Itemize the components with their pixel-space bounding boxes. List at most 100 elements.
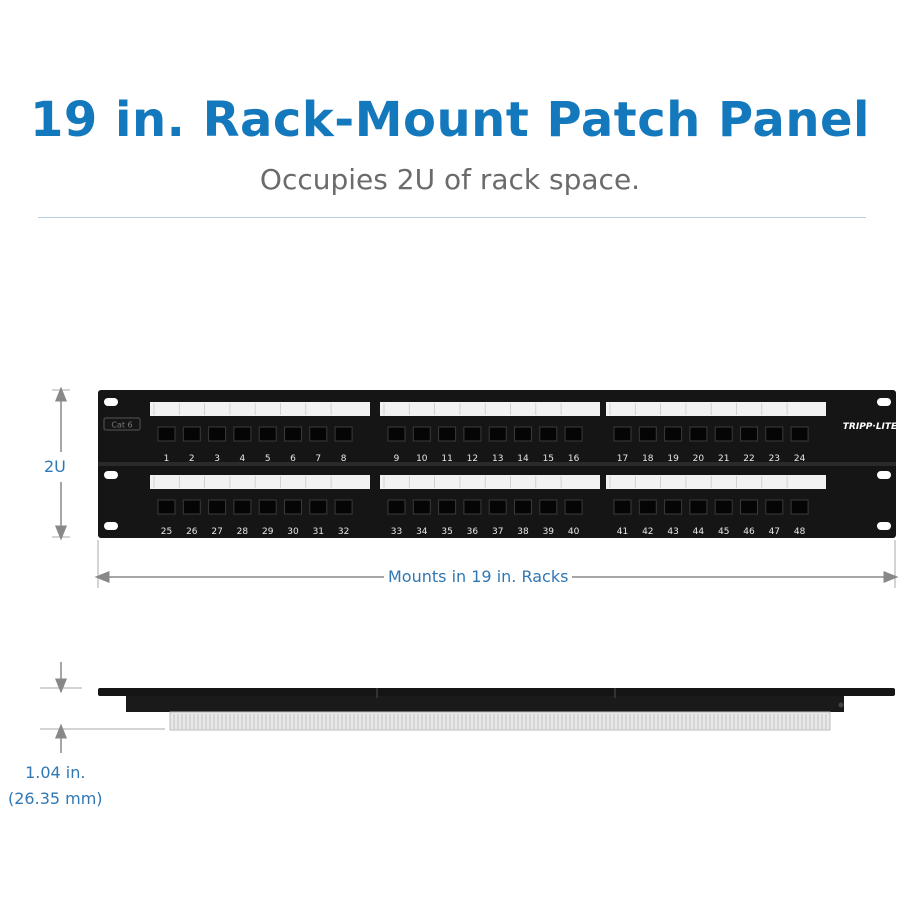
rj45-port [309,499,328,515]
punchdown-blocks [169,711,831,731]
mounting-hole [877,471,891,479]
port-number: 11 [441,454,452,464]
rj45-port [334,426,353,442]
port-number: 16 [568,454,580,464]
port-number: 18 [642,454,654,464]
rj45-port [638,426,657,442]
port-number: 40 [568,527,580,537]
rj45-port [689,499,708,515]
port-number: 15 [543,454,554,464]
rj45-port [157,426,176,442]
rj45-port [564,499,583,515]
port-number: 22 [743,454,754,464]
rj45-port [157,499,176,515]
rj45-port [664,426,683,442]
rj45-port [765,499,784,515]
rj45-port [714,426,733,442]
port-number: 44 [693,527,705,537]
width-label: Mounts in 19 in. Racks [384,567,573,586]
port-number: 36 [467,527,479,537]
port-number: 8 [341,454,347,464]
rj45-port [740,499,758,515]
port-number: 30 [287,527,299,537]
port-number: 24 [794,454,806,464]
category-badge [103,417,141,431]
port-number: 43 [667,527,678,537]
rj45-port [208,426,227,442]
rj45-port [284,426,302,442]
depth-dimension [40,662,165,753]
port-number: 45 [718,527,729,537]
port-number: 10 [416,454,428,464]
port-number: 20 [693,454,705,464]
label-strip [150,402,370,416]
rj45-port [714,499,733,515]
port-number: 37 [492,527,503,537]
port-number: 19 [667,454,679,464]
rj45-port [182,499,201,515]
rj45-port [387,426,406,442]
port-number: 7 [315,454,321,464]
port-number: 23 [769,454,780,464]
port-number: 33 [391,527,402,537]
mounting-hole [877,522,891,530]
rj45-port [387,499,406,515]
svg-text:TRIPP·LITE: TRIPP·LITE [843,422,898,432]
port-number: 48 [794,527,806,537]
port-number: 12 [467,454,478,464]
rj45-port [564,426,583,442]
depth-label-mm: (26.35 mm) [8,789,103,808]
port-number: 41 [617,527,628,537]
port-number: 47 [769,527,780,537]
rj45-port [233,499,252,515]
port-number: 31 [313,527,324,537]
port-number: 42 [642,527,653,537]
rj45-port [463,499,482,515]
port-number: 13 [492,454,503,464]
port-number: 38 [517,527,529,537]
rj45-port [258,499,277,515]
rj45-port [438,426,457,442]
port-number: 21 [718,454,729,464]
mounting-hole [104,522,118,530]
rj45-port [740,426,758,442]
rj45-port [309,426,328,442]
rj45-port [514,499,532,515]
rj45-port [463,426,482,442]
label-strip [606,402,826,416]
rj45-port [182,426,201,442]
mounting-hole [104,471,118,479]
rj45-port [514,426,532,442]
page-title: 19 in. Rack-Mount Patch Panel [30,92,870,148]
rj45-port [664,499,683,515]
rj45-port [334,499,353,515]
height-dimension [52,386,70,541]
height-label: 2U [44,457,66,476]
rj45-port [613,499,632,515]
port-number: 25 [161,527,172,537]
port-number: 3 [214,454,220,464]
rj45-port [488,426,507,442]
label-strip [380,475,600,489]
port-number: 9 [394,454,400,464]
rj45-port [689,426,708,442]
mounting-hole [104,398,118,406]
port-number: 1 [164,454,170,464]
label-strip [380,402,600,416]
port-number: 17 [617,454,628,464]
port-number: 6 [290,454,296,464]
label-strip [150,475,370,489]
port-number: 46 [743,527,755,537]
rj45-port [638,499,657,515]
rj45-port [790,426,809,442]
rj45-port [613,426,632,442]
port-number: 35 [441,527,452,537]
panel-u-seam [98,462,896,466]
port-number: 29 [262,527,274,537]
patch-panel-side-view [98,688,895,731]
rj45-port [412,499,431,515]
depth-label-inches: 1.04 in. [25,763,86,782]
